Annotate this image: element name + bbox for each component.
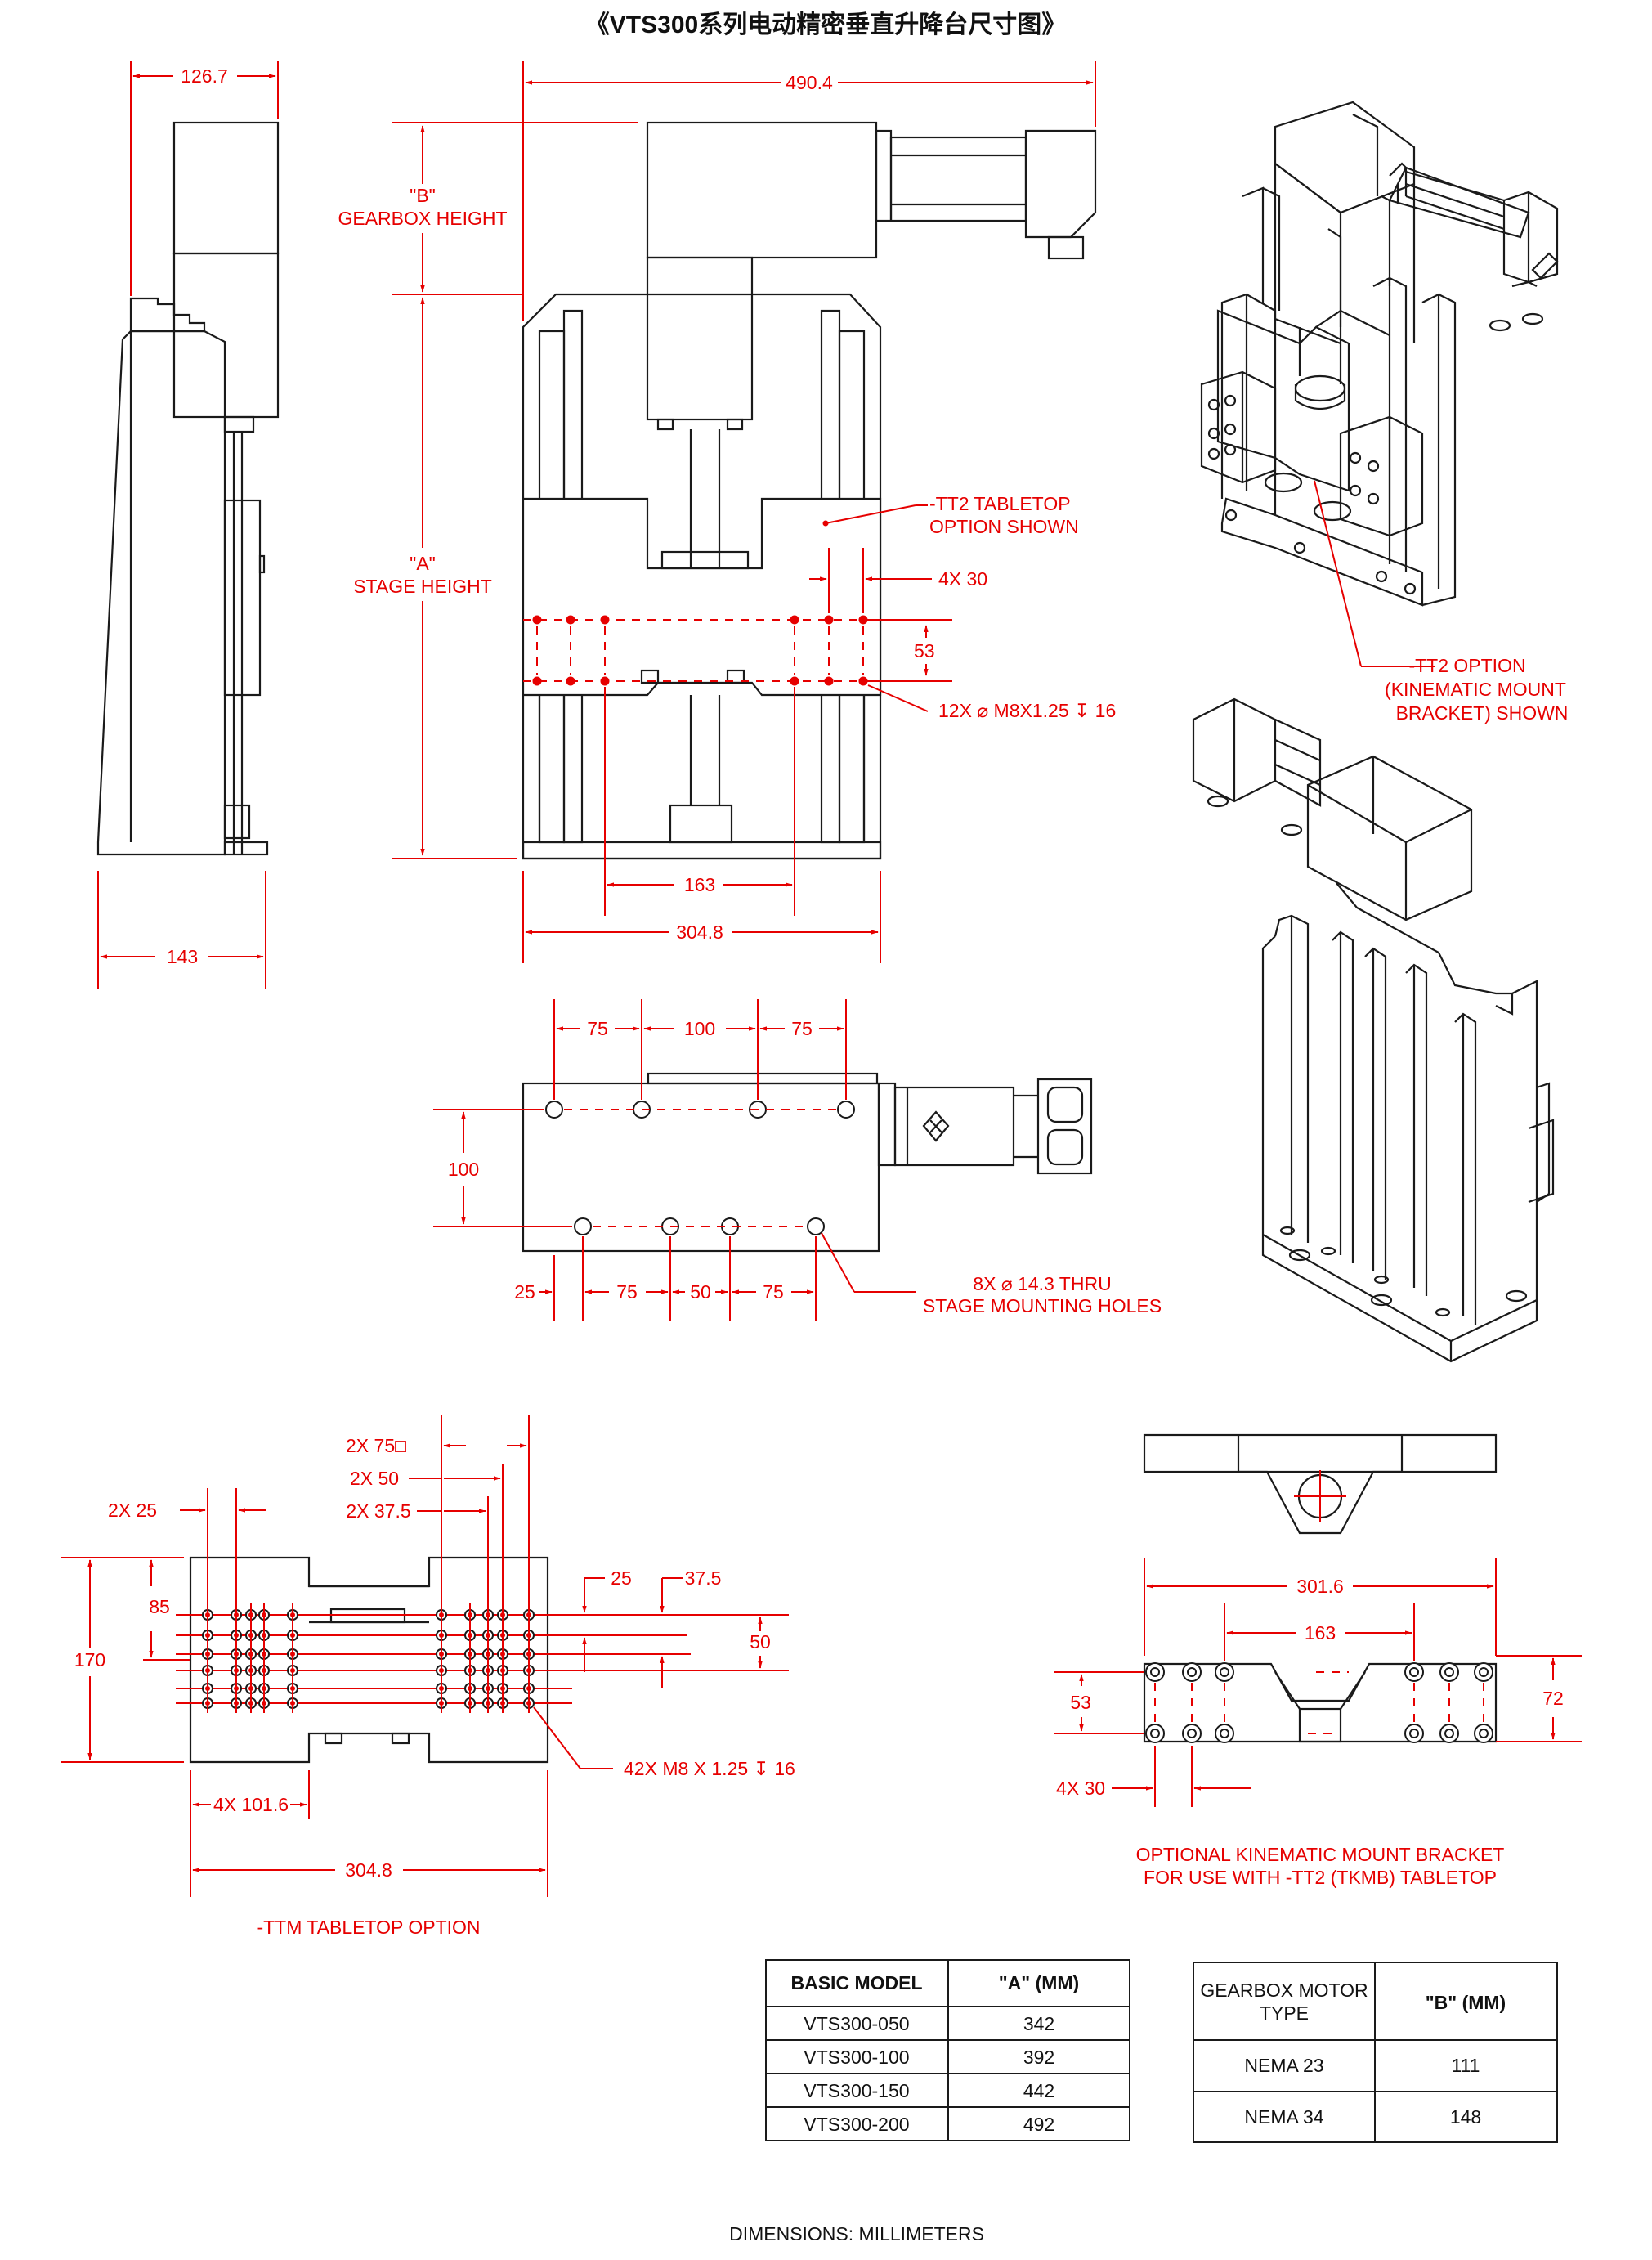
ttm-thread-note: 42X M8 X 1.25 ↧ 16 <box>624 1758 795 1779</box>
top-view-dimensions: 75 100 75 100 25 75 50 75 8X ⌀ 14.3 THRU… <box>433 999 1162 1321</box>
dim-4x30-bracket: 4X 30 <box>1056 1778 1105 1799</box>
side-view-dimensions: 126.7 143 <box>97 61 279 989</box>
bracket-view <box>1143 1433 1498 1743</box>
gearbox-height-label-line2: GEARBOX HEIGHT <box>338 208 507 229</box>
table-a-row-4-model: VTS300-200 <box>804 2114 909 2135</box>
tt2-kinematic-note-line1: -TT2 OPTION <box>1408 655 1525 676</box>
dim-37-5-ttm: 37.5 <box>685 1567 722 1589</box>
dim-bottom-75-a: 75 <box>616 1281 638 1303</box>
dim-bottom-25: 25 <box>514 1281 535 1303</box>
tt2-kinematic-note-line3: BRACKET) SHOWN <box>1396 702 1569 724</box>
table-gearbox-motor: GEARBOX MOTOR TYPE "B" (MM) NEMA 23 111 … <box>1193 1962 1558 2143</box>
dim-126-7: 126.7 <box>181 65 228 87</box>
dim-2x25: 2X 25 <box>108 1500 157 1521</box>
table-a-header-a: "A" (MM) <box>999 1972 1079 1993</box>
dim-2x37-5: 2X 37.5 <box>346 1500 410 1522</box>
tt2-note-line2: OPTION SHOWN <box>929 516 1079 537</box>
table-b-header-type-line2: TYPE <box>1260 2002 1309 2024</box>
dim-53-bracket: 53 <box>1070 1692 1091 1713</box>
ttm-dimensions: 2X 25 2X 75□ 2X 50 2X 37.5 170 85 25 37.… <box>61 1415 795 1938</box>
table-a-row-2-value: 392 <box>1023 2047 1054 2068</box>
stage-height-label-line1: "A" <box>410 553 436 574</box>
tt2-kinematic-note-line2: (KINEMATIC MOUNT <box>1385 679 1566 700</box>
table-basic-model: BASIC MODEL "A" (MM) VTS300-050 342 VTS3… <box>765 1959 1130 2141</box>
dim-304-8-ttm: 304.8 <box>345 1859 392 1881</box>
dim-2x50: 2X 50 <box>350 1468 399 1489</box>
dim-top-75-a: 75 <box>587 1018 608 1039</box>
dim-2x75-square: 2X 75□ <box>346 1435 406 1456</box>
table-a-row-2-model: VTS300-100 <box>804 2047 909 2068</box>
table-a-header-model: BASIC MODEL <box>791 1972 923 1993</box>
table-b-header-type-line1: GEARBOX MOTOR <box>1200 1980 1368 2001</box>
ttm-holes <box>176 1603 789 1713</box>
dim-25-ttm: 25 <box>611 1567 632 1589</box>
dim-4x101-6: 4X 101.6 <box>213 1794 289 1815</box>
table-b-row-1-value: 111 <box>1452 2055 1480 2076</box>
table-a-row-3-model: VTS300-150 <box>804 2080 909 2101</box>
mounting-hole-note-line2: STAGE MOUNTING HOLES <box>923 1295 1162 1316</box>
dim-bottom-75-b: 75 <box>763 1281 784 1303</box>
iso-view-stage <box>1192 697 1555 1363</box>
ttm-caption: -TTM TABLETOP OPTION <box>257 1917 480 1938</box>
dim-170: 170 <box>74 1649 105 1670</box>
iso-top-note: -TT2 OPTION (KINEMATIC MOUNT BRACKET) SH… <box>1314 480 1569 724</box>
front-thread-note: 12X ⌀ M8X1.25 ↧ 16 <box>938 700 1116 721</box>
front-view-dimensions: 490.4 "B" GEARBOX HEIGHT "A" STAGE HEIGH… <box>338 61 1116 963</box>
dim-301-6: 301.6 <box>1296 1576 1344 1597</box>
dim-143: 143 <box>167 946 198 967</box>
mounting-hole-note-line1: 8X ⌀ 14.3 THRU <box>973 1273 1111 1294</box>
dim-top-75-b: 75 <box>791 1018 813 1039</box>
dim-304-8-front: 304.8 <box>676 921 723 943</box>
table-b-header-b: "B" (MM) <box>1426 1992 1506 2013</box>
dim-163-front: 163 <box>684 874 715 895</box>
front-tapped-holes <box>523 615 880 686</box>
dim-top-100: 100 <box>684 1018 715 1039</box>
dim-163-bracket: 163 <box>1305 1622 1336 1643</box>
stage-height-label-line2: STAGE HEIGHT <box>353 576 492 597</box>
dim-490-4: 490.4 <box>786 72 833 93</box>
side-view <box>96 121 280 856</box>
table-a-row-1-model: VTS300-050 <box>804 2013 909 2034</box>
table-a-row-3-value: 442 <box>1023 2080 1054 2101</box>
table-b-row-1-type: NEMA 23 <box>1244 2055 1323 2076</box>
iso-view-kinematic <box>1200 101 1559 607</box>
dim-53: 53 <box>914 640 935 661</box>
bracket-caption-line1: OPTIONAL KINEMATIC MOUNT BRACKET <box>1136 1844 1505 1865</box>
table-b-row-2-type: NEMA 34 <box>1244 2106 1323 2128</box>
table-b-row-2-value: 148 <box>1450 2106 1481 2128</box>
top-view <box>522 1072 1093 1253</box>
dim-85: 85 <box>149 1596 170 1617</box>
dim-50-ttm: 50 <box>750 1631 771 1652</box>
front-view <box>522 121 1097 860</box>
units-note: DIMENSIONS: MILLIMETERS <box>729 2223 984 2244</box>
page-title: 《VTS300系列电动精密垂直升降台尺寸图》 <box>585 11 1066 38</box>
ttm-view <box>189 1556 549 1764</box>
bracket-dimensions: 301.6 163 53 72 4X 30 OPTIONAL KINEMATIC… <box>1054 1558 1582 1888</box>
dim-72-bracket: 72 <box>1542 1688 1564 1709</box>
tt2-note-line1: -TT2 TABLETOP <box>929 493 1071 514</box>
table-a-row-4-value: 492 <box>1023 2114 1054 2135</box>
dim-4x30: 4X 30 <box>938 568 987 590</box>
dim-bottom-50: 50 <box>690 1281 711 1303</box>
gearbox-height-label-line1: "B" <box>410 185 436 206</box>
dim-top-side-100: 100 <box>448 1159 479 1180</box>
table-a-row-1-value: 342 <box>1023 2013 1054 2034</box>
bracket-caption-line2: FOR USE WITH -TT2 (TKMB) TABLETOP <box>1144 1867 1497 1888</box>
